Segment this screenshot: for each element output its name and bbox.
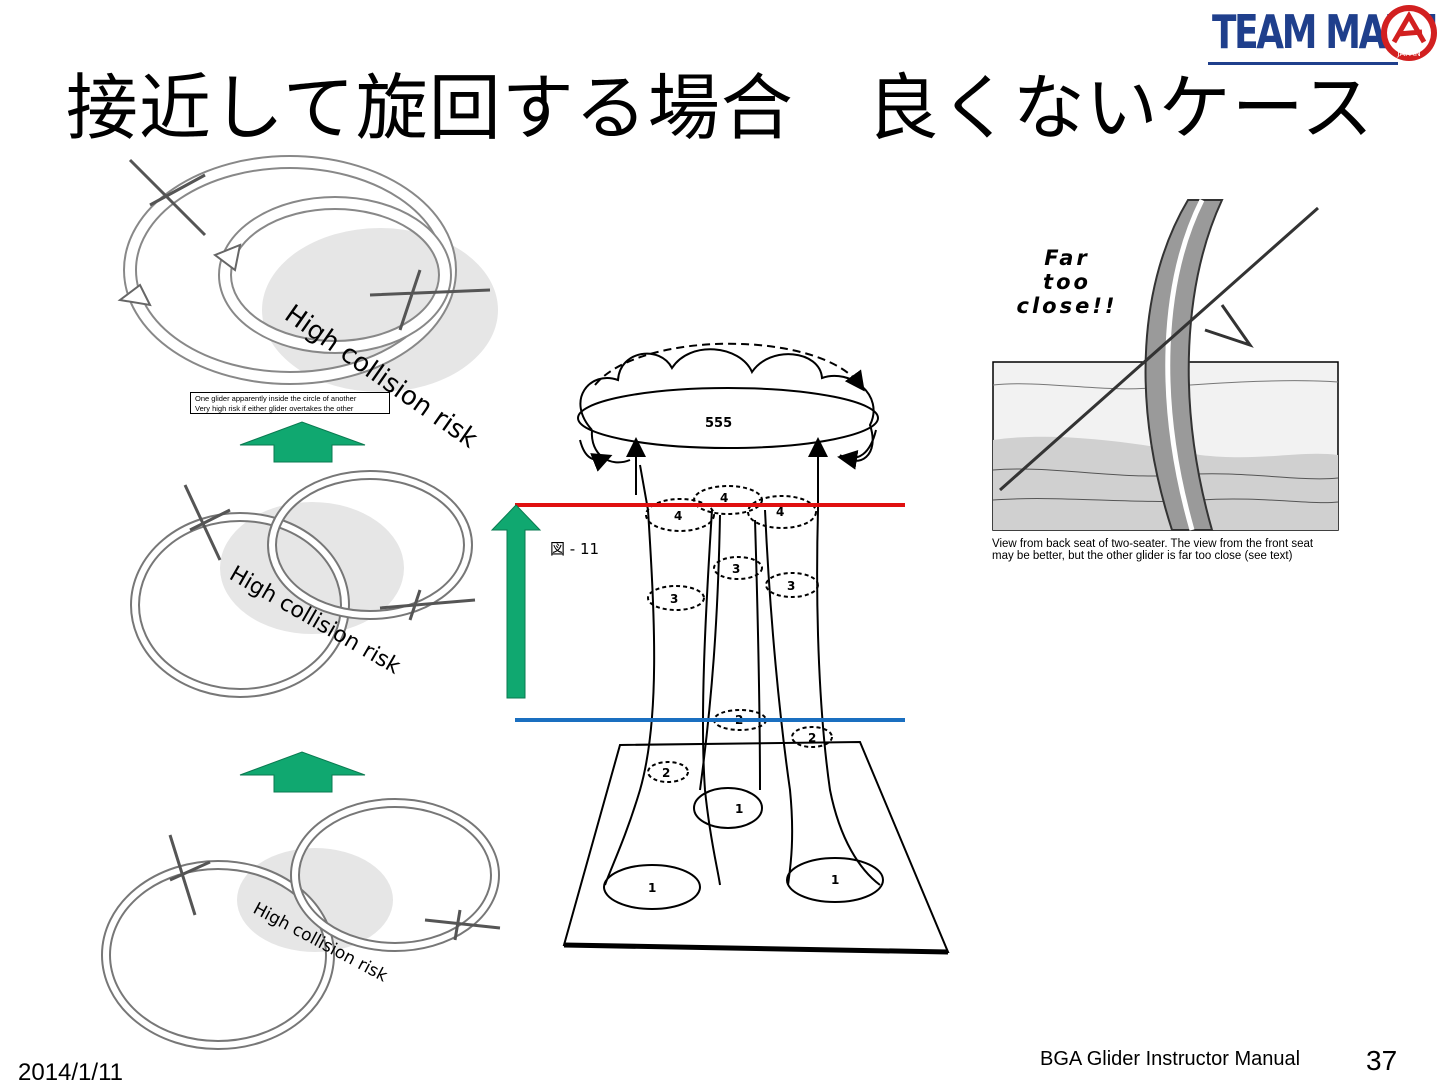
svg-text:JAPAN: JAPAN [1396, 49, 1420, 58]
up-arrow-icon-2 [239, 751, 366, 793]
circling-diagram-top [117, 155, 498, 392]
glider-icon [183, 484, 231, 561]
glider-icon [128, 158, 207, 237]
level-label: 3 [670, 592, 678, 606]
thermal-column-right [764, 509, 794, 886]
climb-arrow-icon [490, 504, 542, 699]
circling-diagram-bottom [101, 798, 501, 1050]
thermal-column-left [604, 509, 656, 886]
glider-icon [999, 206, 1319, 492]
level-label: 4 [776, 505, 784, 519]
risk-zone-middle [220, 502, 404, 634]
glider-icon [369, 269, 491, 331]
thermal-top-label: 555 [705, 416, 732, 431]
caption-line: Very high risk if either glider overtake… [195, 404, 354, 413]
figure-label: 図 - 11 [550, 540, 600, 558]
thermal-diagram [562, 342, 950, 955]
caption-line: One glider apparently inside the circle … [195, 394, 357, 403]
level-label: 1 [831, 873, 839, 887]
caption-line: may be better, but the other glider is f… [992, 550, 1293, 562]
slide-title: 接近して旋回する場合 良くないケース [65, 66, 1375, 150]
level-label: 4 [720, 491, 728, 505]
level-label: 3 [732, 562, 740, 576]
circling-diagram-middle [130, 470, 476, 698]
logo-underline [1208, 62, 1398, 65]
level-label: 1 [735, 802, 743, 816]
logo-seal-icon: JAPAN [1381, 5, 1437, 61]
up-arrow-icon-1 [239, 421, 366, 463]
thermal-column-center [699, 514, 721, 791]
cockpit-view-caption: View from back seat of two-seater. The v… [992, 538, 1342, 562]
ground-plate [562, 740, 950, 954]
page-number: 37 [1366, 1045, 1398, 1076]
glider-icon [379, 589, 476, 621]
level-label: 2 [808, 731, 816, 745]
level-label: 4 [674, 509, 682, 523]
level-label: 3 [787, 579, 795, 593]
level-label: 1 [648, 881, 656, 895]
left-diagram-caption: One glider apparently inside the circle … [190, 392, 390, 414]
slide-date: 2014/1/11 [18, 1059, 123, 1086]
level-label: 2 [662, 766, 670, 780]
caption-line: View from back seat of two-seater. The v… [992, 538, 1314, 550]
glider-icon [168, 834, 211, 916]
cockpit-view-image [992, 198, 1339, 531]
canopy-frame [1144, 199, 1224, 531]
team-maru-logo: TEAM MARU JAPAN [1208, 0, 1440, 70]
thermal-cap [579, 348, 875, 462]
source-credit: BGA Glider Instructor Manual [1040, 1048, 1301, 1070]
glider-icon [424, 909, 501, 941]
